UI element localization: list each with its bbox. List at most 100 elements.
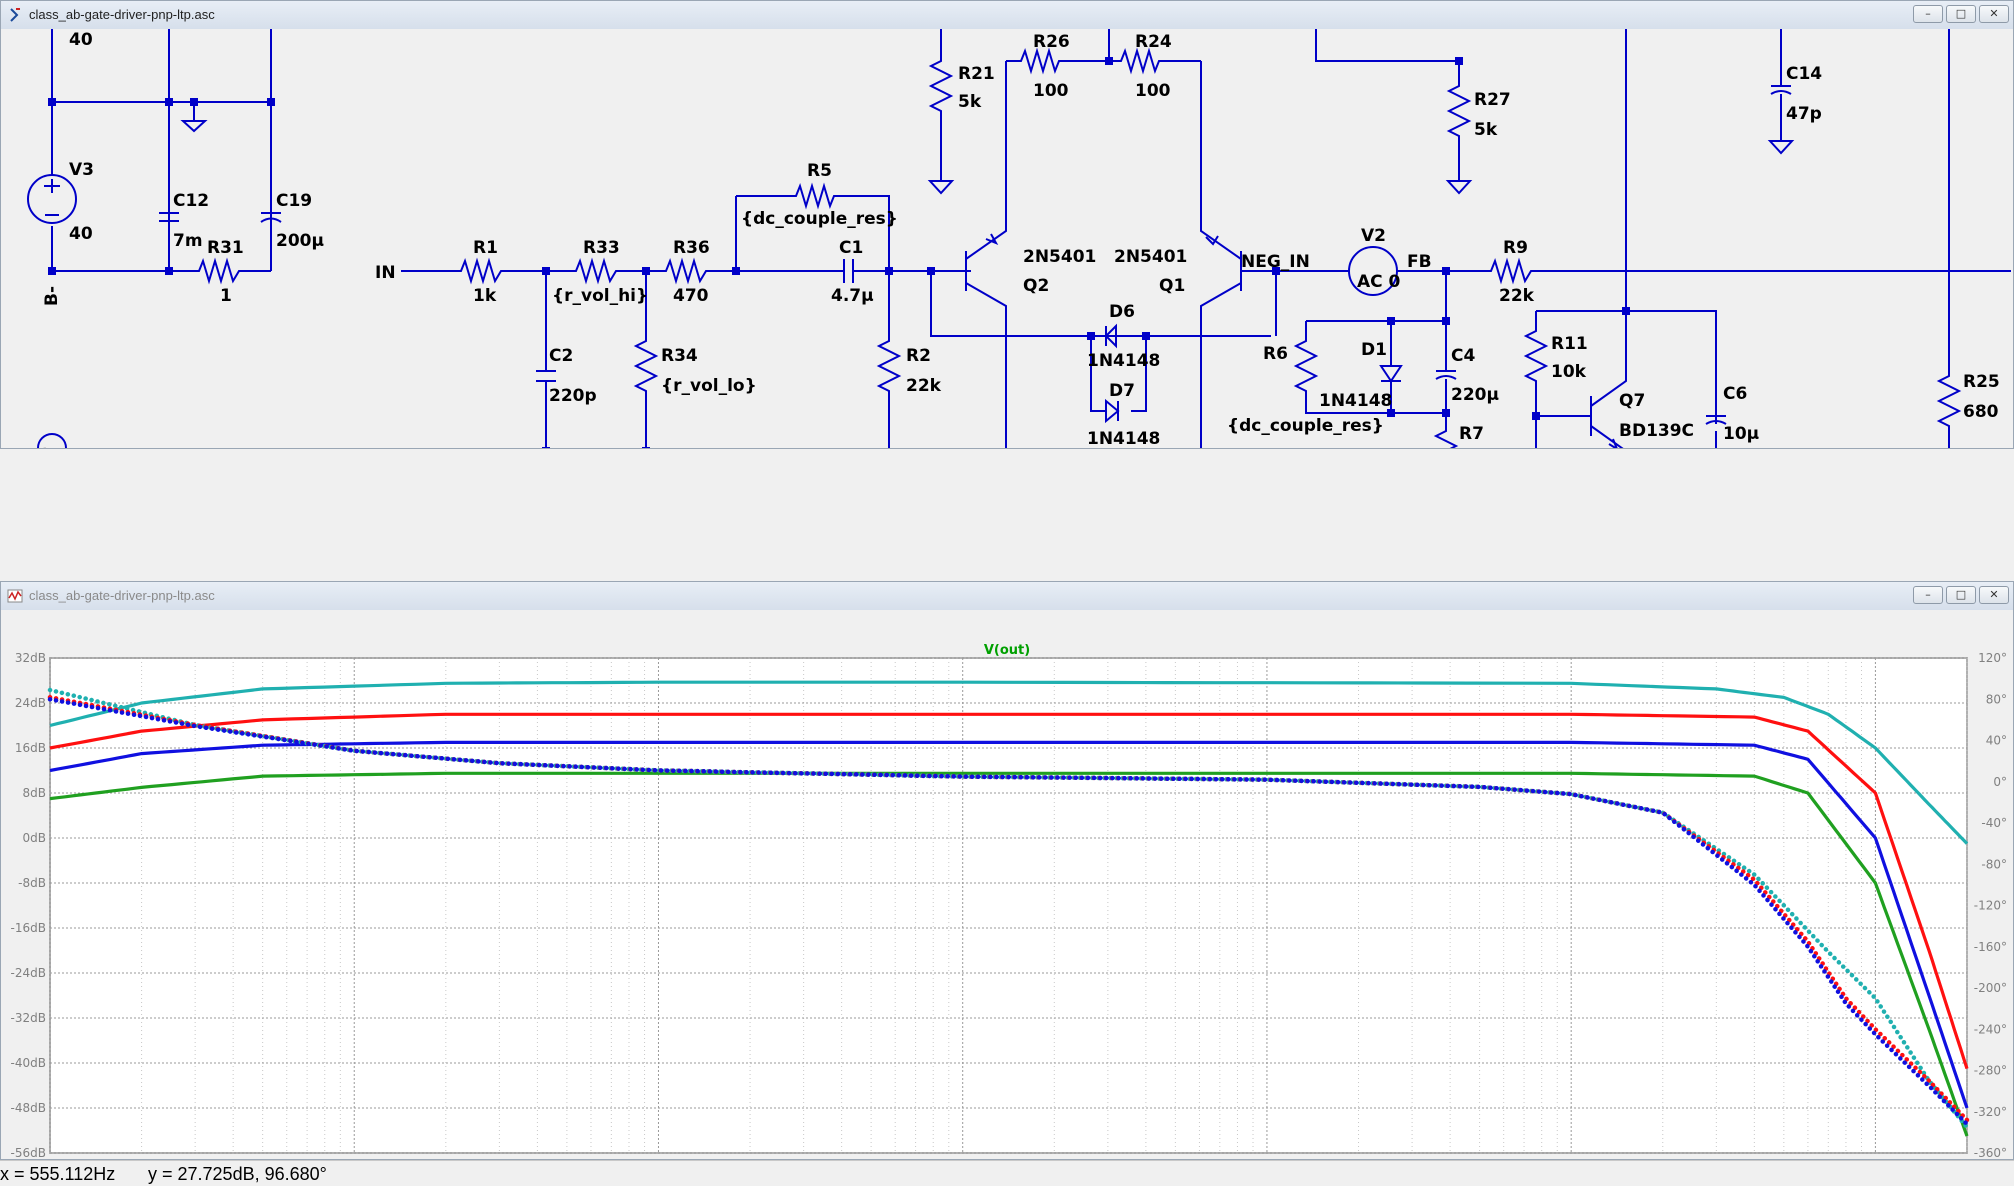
schematic-label-1k[interactable]: 1k	[473, 286, 497, 306]
schematic-label-r1[interactable]: R1	[473, 238, 498, 258]
plot-maximize-button[interactable]: □	[1946, 586, 1976, 604]
bode-plot[interactable]: V(out) 1Hz10Hz100Hz1KHz10KHz100KHz1MHz32…	[1, 610, 2013, 1159]
schematic-label-b[interactable]: B-	[42, 286, 62, 306]
schematic-label-c6[interactable]: C6	[1723, 384, 1747, 404]
schematic-label-r33[interactable]: R33	[583, 238, 620, 258]
y-tick-label: -32dB	[11, 1011, 46, 1025]
schematic-label-5k[interactable]: 5k	[958, 92, 982, 112]
schematic-label-dcres1[interactable]: {dc_couple_res}	[741, 209, 898, 229]
plot-titlebar[interactable]: class_ab-gate-driver-pnp-ltp.asc – □ ✕	[1, 582, 2013, 611]
x-tick-label: 1Hz	[39, 1158, 62, 1159]
schematic-label-c14[interactable]: C14	[1786, 64, 1822, 84]
magnitude-trace-1[interactable]	[49, 712, 1969, 1070]
schematic-label-2n5401b[interactable]: 2N5401	[1114, 247, 1187, 267]
schematic-label-r26[interactable]: R26	[1033, 32, 1070, 52]
x-tick-label: 10Hz	[339, 1158, 370, 1159]
x-tick-label: 1MHz	[1859, 1158, 1892, 1159]
schematic-label-bd139c[interactable]: BD139C	[1619, 421, 1694, 441]
schematic-label-r21[interactable]: R21	[958, 64, 995, 84]
y2-tick-label: 0°	[1993, 775, 2007, 789]
schematic-minimize-button[interactable]: –	[1913, 5, 1943, 23]
schematic-label-100a[interactable]: 100	[1033, 81, 1069, 101]
plot-window: class_ab-gate-driver-pnp-ltp.asc – □ ✕ V…	[0, 581, 2014, 1160]
schematic-label-r6[interactable]: R6	[1263, 344, 1288, 364]
magnitude-trace-2[interactable]	[49, 740, 1969, 1109]
schematic-label-r25[interactable]: R25	[1963, 372, 2000, 392]
schematic-label-220u[interactable]: 220µ	[1451, 385, 1499, 405]
schematic-label-rvolhi[interactable]: {r_vol_hi}	[552, 286, 648, 306]
schematic-label-r9[interactable]: R9	[1503, 238, 1528, 258]
schematic-label-v3[interactable]: V3	[69, 160, 94, 180]
schematic-label-40a[interactable]: 40	[69, 30, 93, 50]
schematic-label-r36[interactable]: R36	[673, 238, 710, 258]
schematic-label-7m[interactable]: 7m	[173, 231, 203, 251]
x-tick-label: 100Hz	[639, 1158, 677, 1159]
schematic-label-c4[interactable]: C4	[1451, 346, 1475, 366]
schematic-label-4p7u[interactable]: 4.7µ	[831, 286, 874, 306]
schematic-label-q7[interactable]: Q7	[1619, 391, 1645, 411]
schematic-label-200u[interactable]: 200µ	[276, 231, 324, 251]
schematic-label-1n4148c[interactable]: 1N4148	[1319, 391, 1392, 411]
schematic-label-c2[interactable]: C2	[549, 346, 573, 366]
schematic-label-10k[interactable]: 10k	[1551, 362, 1587, 382]
schematic-label-100b[interactable]: 100	[1135, 81, 1171, 101]
schematic-label-rvollo[interactable]: {r_vol_lo}	[661, 376, 757, 396]
schematic-label-r5[interactable]: R5	[807, 161, 832, 181]
y-tick-label: -40dB	[11, 1056, 46, 1070]
schematic-titlebar[interactable]: class_ab-gate-driver-pnp-ltp.asc – □ ✕	[1, 1, 2013, 30]
y-tick-label: -56dB	[11, 1146, 46, 1159]
schematic-label-r7[interactable]: R7	[1459, 424, 1484, 444]
schematic-label-r2[interactable]: R2	[906, 346, 931, 366]
schematic-label-d6[interactable]: D6	[1109, 302, 1135, 322]
schematic-label-1n4148a[interactable]: 1N4148	[1087, 351, 1160, 371]
y-tick-label: 8dB	[23, 786, 46, 800]
schematic-label-1[interactable]: 1	[220, 286, 232, 306]
schematic-window: class_ab-gate-driver-pnp-ltp.asc – □ ✕	[0, 0, 2014, 449]
schematic-label-v2[interactable]: V2	[1361, 226, 1386, 246]
schematic-maximize-button[interactable]: □	[1946, 5, 1976, 23]
schematic-label-40b[interactable]: 40	[69, 224, 93, 244]
magnitude-trace-0[interactable]	[49, 680, 1969, 845]
schematic-canvas[interactable]: 40V340C127mC19200µR311B-INR11kR33{r_vol_…	[1, 29, 2013, 448]
schematic-label-d1[interactable]: D1	[1361, 340, 1387, 360]
schematic-label-c12[interactable]: C12	[173, 191, 209, 211]
plot-area-background	[49, 657, 1968, 1154]
schematic-label-220p[interactable]: 220p	[549, 386, 597, 406]
plot-grid	[49, 657, 1968, 1154]
schematic-label-r11[interactable]: R11	[1551, 334, 1588, 354]
schematic-label-d7[interactable]: D7	[1109, 381, 1135, 401]
schematic-wires	[27, 29, 2011, 448]
magnitude-trace-3[interactable]	[49, 771, 1969, 1137]
schematic-label-r34[interactable]: R34	[661, 346, 698, 366]
schematic-label-1n4148b[interactable]: 1N4148	[1087, 429, 1160, 448]
schematic-label-22k2[interactable]: 22k	[1499, 286, 1535, 306]
schematic-label-dcres2[interactable]: {dc_couple_res}	[1227, 416, 1384, 436]
trace-label-vout[interactable]: V(out)	[984, 643, 1030, 658]
schematic-label-in1[interactable]: IN	[375, 263, 396, 283]
schematic-label-q2[interactable]: Q2	[1023, 276, 1049, 296]
schematic-label-negin[interactable]: NEG_IN	[1241, 252, 1310, 272]
phase-trace-4[interactable]	[47, 687, 1970, 1130]
schematic-label-r24[interactable]: R24	[1135, 32, 1172, 52]
schematic-label-47p[interactable]: 47p	[1786, 104, 1822, 124]
plot-minimize-button[interactable]: –	[1913, 586, 1943, 604]
schematic-label-q1[interactable]: Q1	[1159, 276, 1185, 296]
schematic-label-c1[interactable]: C1	[839, 238, 863, 258]
schematic-label-10u[interactable]: 10µ	[1723, 424, 1759, 444]
schematic-label-680[interactable]: 680	[1963, 402, 1999, 422]
schematic-label-470[interactable]: 470	[673, 286, 709, 306]
y-tick-label: -8dB	[18, 876, 46, 890]
y-tick-label: 32dB	[15, 651, 46, 665]
schematic-label-sine[interactable]: SINE	[31, 447, 51, 448]
schematic-label-r27[interactable]: R27	[1474, 90, 1511, 110]
schematic-label-5k2[interactable]: 5k	[1474, 120, 1498, 140]
schematic-label-fb[interactable]: FB	[1407, 252, 1432, 272]
schematic-label-22k[interactable]: 22k	[906, 376, 942, 396]
schematic-label-r31[interactable]: R31	[207, 238, 244, 258]
phase-trace-6[interactable]	[47, 697, 1970, 1127]
schematic-label-ac0[interactable]: AC 0	[1357, 272, 1401, 292]
schematic-close-button[interactable]: ✕	[1979, 5, 2009, 23]
schematic-label-2n5401a[interactable]: 2N5401	[1023, 247, 1096, 267]
schematic-label-c19[interactable]: C19	[276, 191, 312, 211]
plot-close-button[interactable]: ✕	[1979, 586, 2009, 604]
